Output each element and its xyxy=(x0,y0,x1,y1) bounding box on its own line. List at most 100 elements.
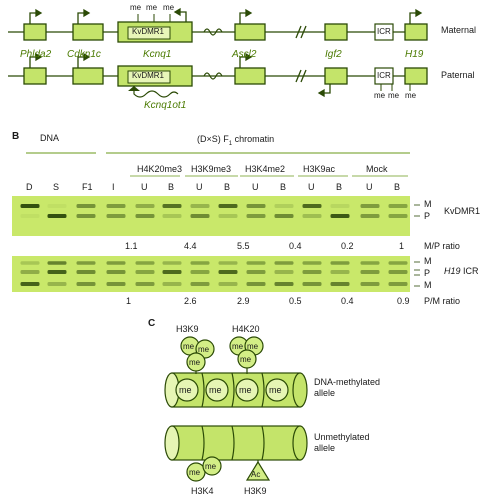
h19-marker-m2: M xyxy=(424,280,432,290)
me-h4k20-1: me xyxy=(232,342,244,351)
h19-band-a-7 xyxy=(190,261,210,265)
h19-band-c-2 xyxy=(47,282,67,286)
kv-ratio-6: 1 xyxy=(399,241,405,251)
me-mark-maternal-1: me xyxy=(130,3,142,12)
gene-label-h19: H19 xyxy=(405,49,424,60)
h19-band-b-14 xyxy=(388,270,408,274)
lane-label-2: S xyxy=(53,182,60,192)
h19-band-b-11 xyxy=(302,270,322,274)
kv-band-m-14 xyxy=(388,204,408,208)
icr-label-paternal: ICR xyxy=(377,71,391,80)
me-mark-paternal-1: me xyxy=(374,91,386,100)
dna-header: DNA xyxy=(40,133,60,143)
h19-band-a-5 xyxy=(135,261,155,265)
gel-panel xyxy=(12,152,420,292)
unmethylated-line-1: Unmethylated xyxy=(314,432,370,442)
kv-band-p-5 xyxy=(135,214,155,218)
lane-label-1: D xyxy=(26,182,33,192)
kv-band-p-9 xyxy=(246,214,266,218)
h19-ratio-4: 0.5 xyxy=(289,296,302,306)
h19-band-a-4 xyxy=(106,261,126,265)
h19-band-b-3 xyxy=(76,270,96,274)
kv-band-m-1 xyxy=(20,204,40,208)
h19-band-a-11 xyxy=(302,261,322,265)
me-mark-paternal-3: me xyxy=(405,91,417,100)
h19-band-a-12 xyxy=(330,261,350,265)
group-label-mock: Mock xyxy=(366,164,388,174)
me-dna-1: me xyxy=(179,385,192,395)
kv-band-m-12 xyxy=(330,204,350,208)
kv-band-p-13 xyxy=(360,214,380,218)
h19-band-c-9 xyxy=(246,282,266,286)
h19-band-c-14 xyxy=(388,282,408,286)
h19-band-b-6 xyxy=(162,270,182,274)
panel-c-label: C xyxy=(148,318,156,329)
kv-band-m-13 xyxy=(360,204,380,208)
kv-band-p-3 xyxy=(76,214,96,218)
maternal-allele-map xyxy=(8,7,428,43)
igf2-box xyxy=(324,23,348,41)
h19-band-a-9 xyxy=(246,261,266,265)
lane-label-5: U xyxy=(141,182,148,192)
dna-me-1 xyxy=(175,378,199,402)
ascl2-box xyxy=(234,23,266,41)
h19-marker-m1: M xyxy=(424,256,432,266)
h19-band-a-14 xyxy=(388,261,408,265)
unmethylated-allele-label: Unmethylated allele xyxy=(314,432,370,454)
gene-label-phlda2: Phlda2 xyxy=(20,49,52,60)
kv-band-m-9 xyxy=(246,204,266,208)
maternal-label: Maternal xyxy=(441,25,477,35)
kcnq1ot1-transcript xyxy=(133,86,179,98)
h3k9-bottom-label: H3K9 xyxy=(244,486,267,496)
lane-label-7: U xyxy=(196,182,203,192)
kv-band-p-1 xyxy=(20,214,40,218)
chromatin-header: (D×S) F1 chromatin xyxy=(197,134,275,147)
unmethylated-line-2: allele xyxy=(314,443,336,453)
h3k9-ac-triangle xyxy=(245,460,271,481)
h19-icr-gel-label: H19 ICR xyxy=(444,266,479,276)
me-h3k4-1: me xyxy=(189,468,201,477)
h3k9-top-label: H3K9 xyxy=(176,324,199,334)
kvdmr1-label-maternal: KvDMR1 xyxy=(132,27,165,36)
gap-squiggle xyxy=(203,28,223,36)
kv-ratio-4: 0.4 xyxy=(289,241,302,251)
h19-band-b-12 xyxy=(330,270,350,274)
h19-band-c-11 xyxy=(302,282,322,286)
lane-label-3: F1 xyxy=(82,182,93,192)
h19-band-a-13 xyxy=(360,261,380,265)
h19-icr-bands xyxy=(20,261,408,286)
h19-band-c-10 xyxy=(274,282,294,286)
kv-band-p-8 xyxy=(218,214,238,218)
kv-band-p-11 xyxy=(302,214,322,218)
h19-band-c-8 xyxy=(218,282,238,286)
gene-label-igf2: Igf2 xyxy=(325,49,342,60)
h19-ratio-2: 2.6 xyxy=(184,296,197,306)
kvdmr1-label-paternal: KvDMR1 xyxy=(132,71,165,80)
icr-box-maternal xyxy=(374,23,394,41)
h19-band-c-6 xyxy=(162,282,182,286)
paternal-label: Paternal xyxy=(441,70,475,80)
mp-ratio-label: M/P ratio xyxy=(424,241,460,251)
lane-label-8: B xyxy=(224,182,231,192)
kv-band-p-14 xyxy=(388,214,408,218)
lane-label-6: B xyxy=(168,182,175,192)
lane-label-14: B xyxy=(394,182,401,192)
h19-band-c-3 xyxy=(76,282,96,286)
kv-band-m-2 xyxy=(47,204,67,208)
me-h4k20-3: me xyxy=(240,355,252,364)
methylated-line-1: DNA-methylated xyxy=(314,377,381,387)
paternal-allele-map xyxy=(8,52,428,98)
me-h3k9-2: me xyxy=(198,345,210,354)
h19-band-b-2 xyxy=(47,270,67,274)
h19-band-b-5 xyxy=(135,270,155,274)
h19-band-c-4 xyxy=(106,282,126,286)
kv-band-m-4 xyxy=(106,204,126,208)
h19-band-b-8 xyxy=(218,270,238,274)
h19-band-a-2 xyxy=(47,261,67,265)
group-label-h3k9ac: H3K9ac xyxy=(303,164,336,174)
icr-label-maternal: ICR xyxy=(377,27,391,36)
kv-ratio-1: 1.1 xyxy=(125,241,138,251)
me-dna-2: me xyxy=(209,385,222,395)
h4k20-label: H4K20 xyxy=(232,324,260,334)
